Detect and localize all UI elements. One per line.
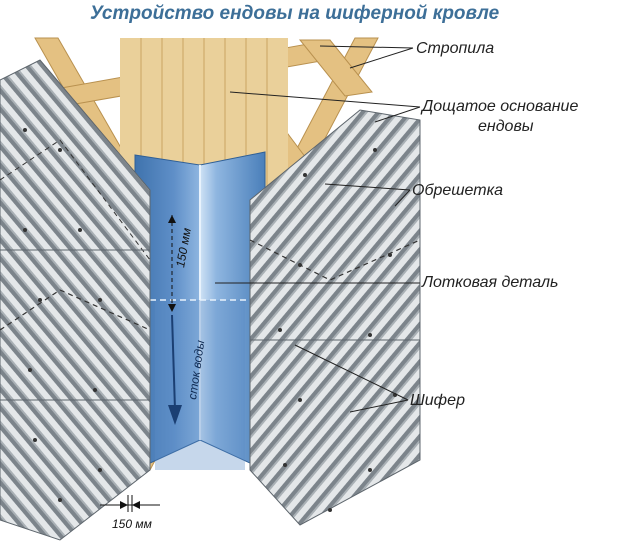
callout-lines [215, 45, 421, 413]
diagram-title: Устройство ендовы на шиферной кровле [90, 3, 500, 24]
slate-right [249, 109, 421, 526]
overlap-dimension: 150 мм [168, 215, 194, 312]
label-board-base-line1: Дощатое основание [422, 98, 579, 115]
label-trough: Лотковая деталь [422, 274, 559, 291]
trough-detail [134, 151, 266, 471]
label-rafters: Стропила [416, 40, 495, 57]
label-slate: Шифер [410, 392, 465, 409]
side-dimension: 150 мм [100, 495, 160, 531]
overlap-dimension-label: 150 мм [173, 227, 194, 269]
label-battens: Обрешетка [412, 182, 504, 199]
slate-left [0, 59, 151, 541]
side-dimension-label: 150 мм [112, 517, 152, 531]
label-board-base: Дощатое основание ендовы [422, 97, 578, 137]
label-board-base-line2: ендовы [478, 118, 534, 135]
